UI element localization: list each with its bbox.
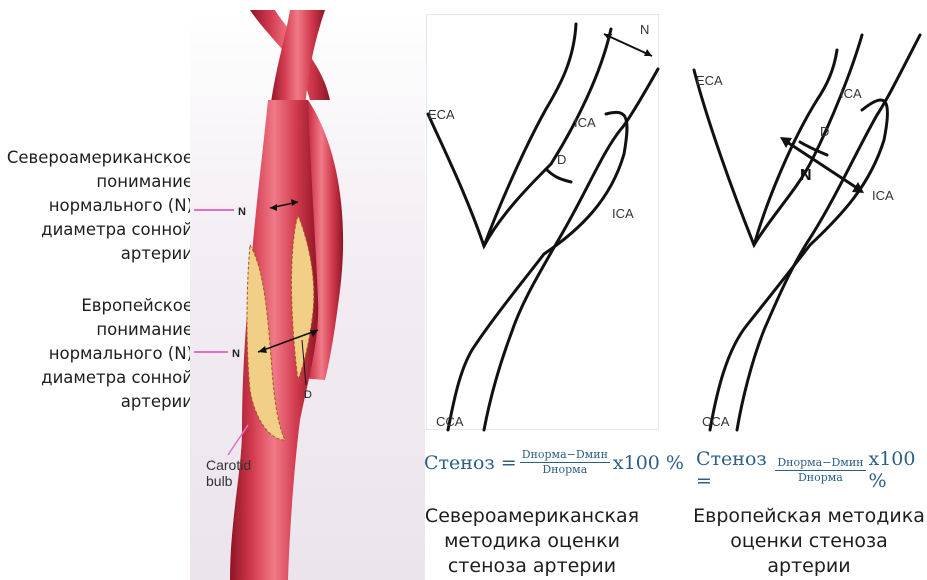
ica-top-label: ICA — [574, 115, 596, 130]
panel-frame — [693, 31, 921, 431]
ica-right-label: ICA — [872, 188, 894, 203]
cca-label: CCA — [436, 414, 464, 429]
european-schematic: N ECA ICA D ICA CCA — [692, 30, 924, 432]
n-label: N — [640, 22, 649, 37]
carotid-artery-illustration: N N D Carotid bulb — [190, 0, 425, 580]
formula-fraction: Dнорма−Dмин Dнорма — [775, 456, 865, 485]
formula-suffix: x100 % — [613, 452, 684, 474]
european-method-caption: Европейская методика оценки стеноза арте… — [692, 504, 926, 579]
formula-fraction: Dнорма−Dмин Dнорма — [520, 448, 610, 477]
north-american-method-caption: Североамериканская методика оценки стено… — [416, 504, 648, 579]
formula-lhs: Стеноз = — [696, 448, 772, 492]
d-label: D — [304, 389, 312, 401]
n-upper-label: N — [238, 206, 246, 218]
cca-label: CCA — [702, 414, 730, 429]
eca-label: ECA — [428, 107, 455, 122]
formula-numerator: Dнорма−Dмин — [520, 448, 610, 463]
carotid-bulb-label-line1: Carotid — [206, 457, 251, 473]
formula-denominator: Dнорма — [540, 463, 589, 477]
carotid-bulb-label-line2: bulb — [206, 473, 233, 489]
formula-numerator: Dнорма−Dмин — [775, 456, 865, 471]
ica-top-label: ICA — [840, 86, 862, 101]
european-normal-label: Европейское понимание нормального (N) ди… — [41, 294, 193, 414]
d-label: D — [820, 124, 829, 139]
ica-right-label: ICA — [612, 206, 634, 221]
formula-denominator: Dнорма — [796, 471, 845, 485]
n-label: N — [800, 167, 812, 184]
stenosis-formula-european: Стеноз = Dнорма−Dмин Dнорма x100 % — [696, 448, 927, 492]
n-lower-label: N — [232, 348, 240, 360]
eca-label: ECA — [696, 73, 723, 88]
d-label: D — [557, 152, 566, 167]
stenosis-formula-north-american: Стеноз = Dнорма−Dмин Dнорма x100 % — [424, 448, 684, 477]
panel-frame — [427, 15, 659, 430]
north-american-normal-label: Североамериканское понимание нормального… — [7, 146, 193, 266]
north-american-schematic: N ECA ICA D ICA CCA — [426, 14, 662, 432]
formula-lhs: Стеноз = — [424, 452, 517, 474]
formula-suffix: x100 % — [869, 448, 927, 492]
